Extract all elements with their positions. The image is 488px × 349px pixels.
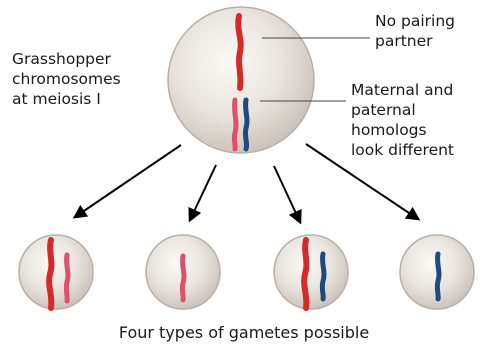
arrow-to-gamete-3	[274, 166, 300, 222]
gamete-2	[146, 235, 220, 309]
gamete-3	[274, 235, 348, 309]
arrow-to-gamete-1	[75, 145, 181, 217]
parent-cell	[168, 7, 314, 153]
maternal-homolog	[234, 100, 236, 149]
gamete-1	[19, 235, 93, 309]
label-grasshopper-chromosomes: Grasshopper chromosomes at meiosis I	[12, 49, 121, 109]
paternal-homolog	[245, 100, 247, 149]
label-no-pairing-partner: No pairing partner	[375, 11, 455, 51]
label-homologs-look-different: Maternal and paternal homologs look diff…	[351, 80, 454, 160]
gamete-4	[400, 235, 474, 309]
caption-four-gametes: Four types of gametes possible	[0, 323, 488, 343]
arrow-to-gamete-2	[190, 165, 216, 220]
unpaired-chromosome	[238, 16, 241, 88]
